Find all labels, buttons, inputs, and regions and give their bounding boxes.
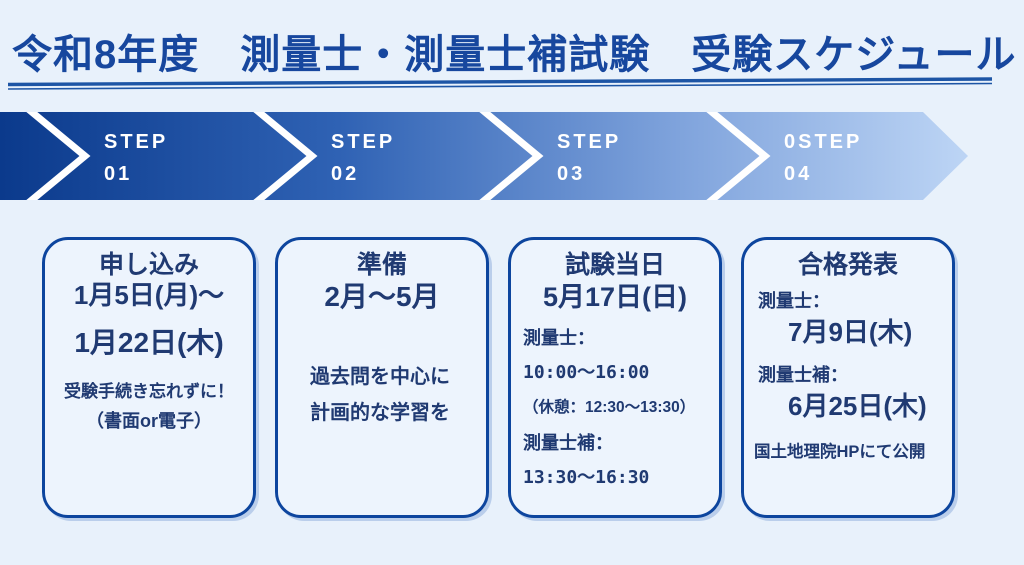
step-number: 03 — [557, 163, 586, 185]
step-number: 04 — [784, 163, 813, 185]
surveyor-result-date: 7月9日(木) — [788, 317, 913, 347]
chevron-separator-icon — [704, 112, 771, 200]
chevron-separator-icon — [251, 112, 318, 200]
application-note: 受験手続き忘れずに！ — [64, 382, 234, 401]
preparation-notes: 過去問を中心に 計画的な学習を — [278, 366, 486, 424]
surveyor-time: 10:00～16:00 — [523, 362, 650, 383]
application-start-date: 1月5日(月)～ — [73, 280, 225, 310]
step-word: STEP — [557, 131, 622, 153]
step-arrow-shape — [0, 112, 968, 200]
card-results: 合格発表 測量士： 7月9日(木) 測量士補： 6月25日(木) 国土地理院HP… — [741, 237, 955, 518]
preparation-note-line: 計画的な学習を — [310, 402, 450, 424]
step-word: 0STEP — [784, 131, 863, 153]
results-dates: 測量士： 7月9日(木) 測量士補： 6月25日(木) 国土地理院HPにて公開 — [744, 290, 952, 462]
surveyor-label: 測量士： — [523, 328, 595, 348]
preparation-period: 2月～5月 — [324, 281, 440, 312]
step-label-02: STEP 02 — [331, 126, 395, 190]
assistant-surveyor-result-date: 6月25日(木) — [788, 391, 927, 421]
step-word: STEP — [104, 131, 169, 153]
schedule-cards: 申し込み 1月5日(月)～ 1月22日(木) 受験手続き忘れずに！ （書面or電… — [42, 237, 955, 518]
step-label-03: STEP 03 — [557, 126, 621, 190]
results-publication-note: 国土地理院HPにて公開 — [754, 443, 926, 461]
step-label-01: STEP 01 — [104, 126, 168, 190]
break-time: （休憩：12:30～13:30） — [523, 399, 696, 416]
step-label-04: 0STEP 04 — [784, 126, 862, 190]
card-title: 試験当日 — [564, 251, 665, 279]
step-number: 01 — [104, 163, 133, 185]
exam-times: 測量士： 10:00～16:00 （休憩：12:30～13:30） 測量士補： … — [511, 327, 719, 489]
card-preparation: 準備 2月～5月 過去問を中心に 計画的な学習を — [275, 237, 489, 518]
step-number: 02 — [331, 163, 360, 185]
application-end-date: 1月22日(木) — [74, 327, 224, 358]
card-title: 申し込み — [98, 251, 199, 279]
card-exam-day: 試験当日 5月17日(日) 測量士： 10:00～16:00 （休憩：12:30… — [508, 237, 722, 518]
step-banner: STEP 01 STEP 02 STEP 03 0STEP 04 — [0, 112, 1024, 200]
assistant-surveyor-label: 測量士補： — [523, 433, 613, 453]
page-title: 令和8年度 測量士・測量士補試験 受験スケジュール — [12, 33, 1017, 77]
chevron-separator-icon — [24, 112, 91, 200]
step-word: STEP — [331, 131, 396, 153]
title-underline — [8, 77, 992, 90]
application-method: （書面or電子） — [86, 411, 212, 431]
surveyor-label: 測量士： — [758, 291, 830, 311]
assistant-surveyor-label: 測量士補： — [758, 365, 848, 385]
card-application: 申し込み 1月5日(月)～ 1月22日(木) 受験手続き忘れずに！ （書面or電… — [42, 237, 256, 518]
card-title: 合格発表 — [797, 251, 898, 279]
card-title: 準備 — [356, 251, 407, 279]
preparation-note-line: 過去問を中心に — [310, 366, 450, 388]
assistant-surveyor-time: 13:30～16:30 — [523, 467, 650, 488]
chevron-separator-icon — [477, 112, 544, 200]
exam-date: 5月17日(日) — [542, 282, 688, 312]
